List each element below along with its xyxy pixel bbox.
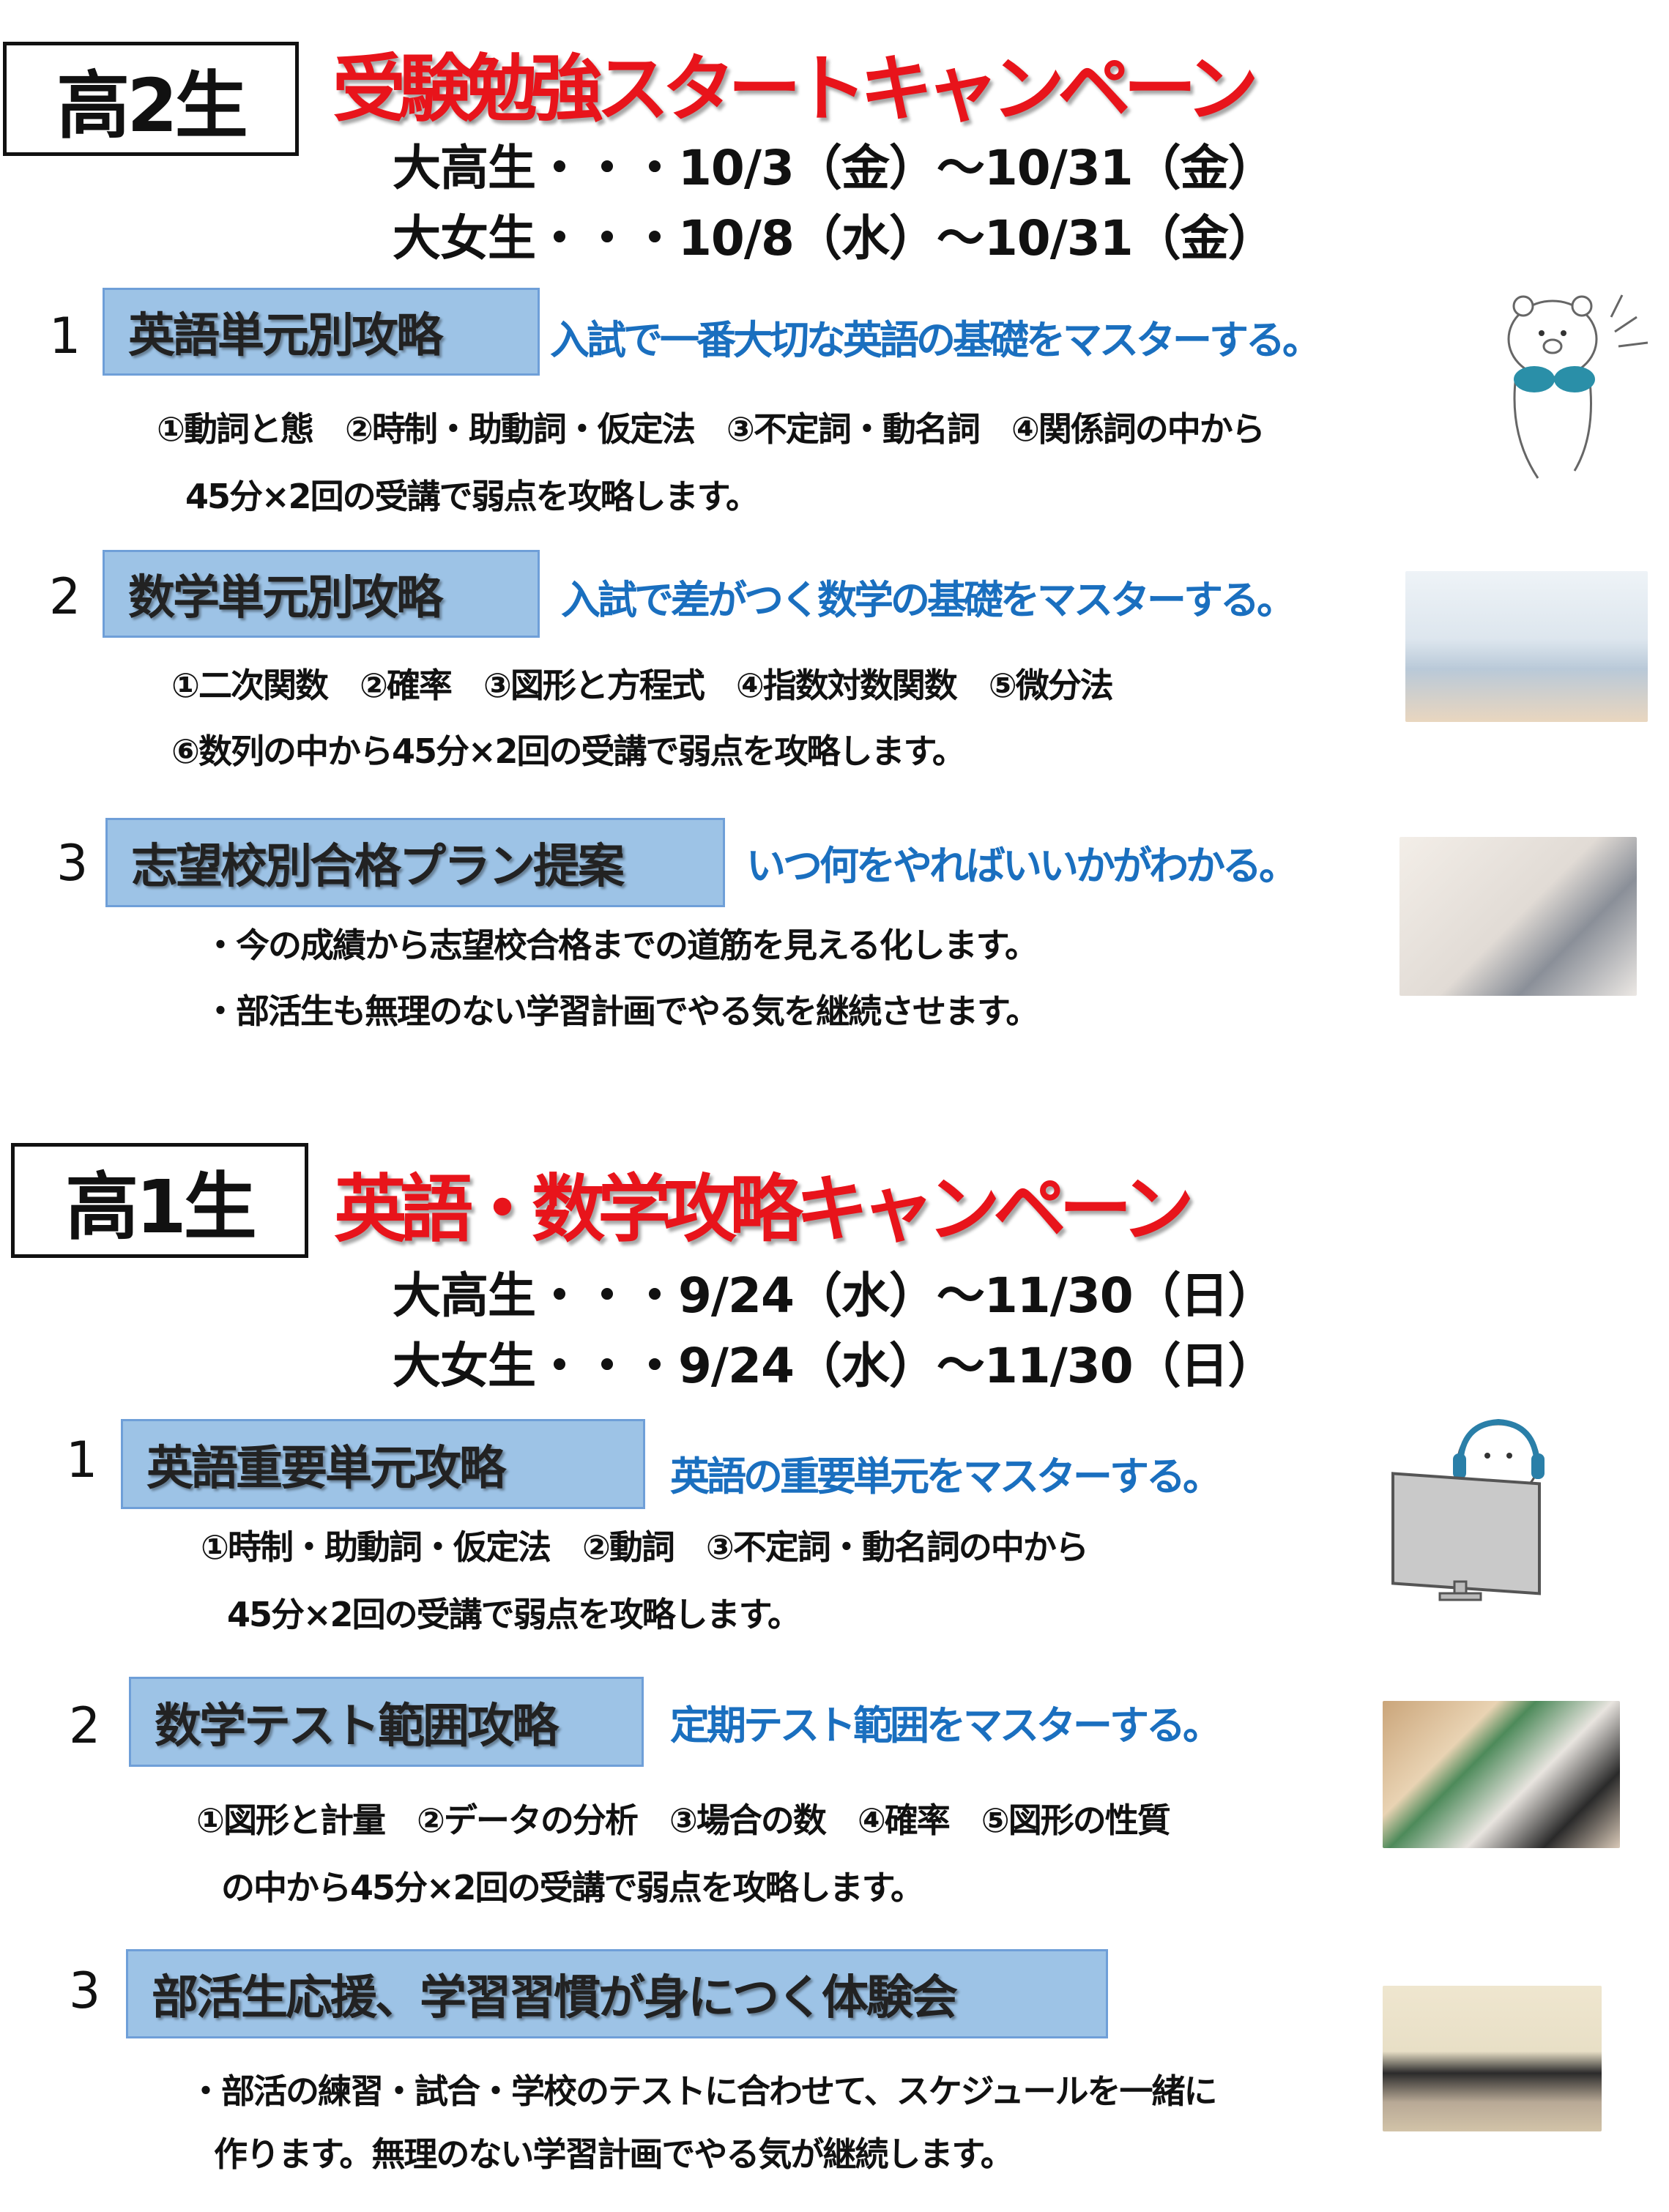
course-label: 英語単元別攻略 xyxy=(103,288,540,376)
item-number: 1 xyxy=(49,308,81,365)
course-detail: ・部活生も無理のない学習計画でやる気を継続させます。 xyxy=(204,991,1039,1031)
bear-computer-icon xyxy=(1391,1418,1545,1601)
item-number: 2 xyxy=(49,568,81,626)
course-label: 部活生応援、学習習慣が身につく体験会 xyxy=(126,1949,1108,2038)
course-detail: ①図形と計量 ②データの分析 ③場合の数 ④確率 ⑤図形の性質 xyxy=(196,1800,1171,1840)
course-detail: ⑥数列の中から45分×2回の受講で弱点を攻略します。 xyxy=(171,731,966,771)
item-number: 1 xyxy=(66,1431,98,1489)
students-studying-photo xyxy=(1405,571,1648,722)
course-tagline: 定期テスト範囲をマスターする。 xyxy=(670,1702,1222,1749)
course-tagline: 入試で一番大切な英語の基礎をマスターする。 xyxy=(550,317,1322,363)
course-tagline: いつ何をやればいいかがわかる。 xyxy=(746,843,1298,889)
bear-mascot-icon xyxy=(1507,294,1648,479)
online-lesson-photo xyxy=(1383,1701,1620,1848)
grade-badge-year1: 高1生 xyxy=(11,1143,308,1258)
course-detail: 45分×2回の受講で弱点を攻略します。 xyxy=(227,1595,801,1634)
course-detail: ・今の成績から志望校合格までの道筋を見える化します。 xyxy=(204,926,1038,965)
course-detail: の中から45分×2回の受講で弱点を攻略します。 xyxy=(221,1868,924,1907)
course-label: 英語重要単元攻略 xyxy=(121,1419,645,1509)
date-line: 大女生・・・9/24（水）～11/30（日） xyxy=(393,1338,1276,1394)
date-line: 大高生・・・9/24（水）～11/30（日） xyxy=(393,1267,1276,1324)
counseling-photo xyxy=(1399,837,1637,996)
course-detail: ①二次関数 ②確率 ③図形と方程式 ④指数対数関数 ⑤微分法 xyxy=(171,666,1114,705)
course-detail: 45分×2回の受講で弱点を攻略します。 xyxy=(185,477,759,516)
course-tagline: 入試で差がつく数学の基礎をマスターする。 xyxy=(561,577,1296,623)
date-line: 大高生・・・10/3（金）～10/31（金） xyxy=(393,140,1276,196)
item-number: 3 xyxy=(69,1962,101,2020)
date-line: 大女生・・・10/8（水）～10/31（金） xyxy=(393,210,1276,267)
course-label: 数学単元別攻略 xyxy=(103,550,540,638)
course-detail: ①時制・助動詞・仮定法 ②動詞 ③不定詞・動名詞の中から xyxy=(201,1527,1089,1567)
campaign-title-year2: 受験勉強スタートキャンペーン xyxy=(332,46,1259,132)
course-detail: ・部活の練習・試合・学校のテストに合わせて、スケジュールを一緒に xyxy=(189,2071,1217,2111)
study-booths-photo xyxy=(1383,1986,1602,2131)
course-tagline: 英語の重要単元をマスターする。 xyxy=(670,1453,1222,1500)
course-detail: ①動詞と態 ②時制・助動詞・仮定法 ③不定詞・動名詞 ④関係詞の中から xyxy=(157,409,1265,449)
item-number: 2 xyxy=(69,1697,101,1755)
course-label: 数学テスト範囲攻略 xyxy=(129,1677,644,1767)
course-detail: 作ります。無理のない学習計画でやる気が継続します。 xyxy=(214,2134,1014,2174)
grade-badge-year2: 高2生 xyxy=(3,42,299,156)
campaign-title-year1: 英語・数学攻略キャンペーン xyxy=(334,1166,1194,1252)
item-number: 3 xyxy=(56,835,89,893)
course-label: 志望校別合格プラン提案 xyxy=(105,818,725,907)
